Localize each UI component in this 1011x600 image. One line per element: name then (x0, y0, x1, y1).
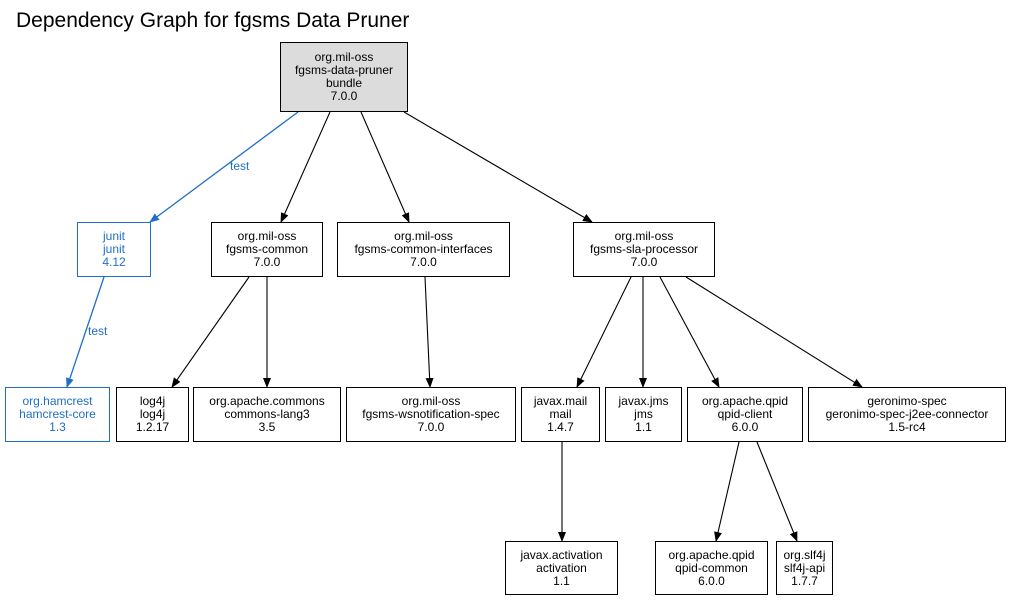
node-fgsms-common-interfaces: org.mil-oss fgsms-common-interfaces 7.0.… (337, 222, 510, 277)
node-group: org.mil-oss (237, 229, 297, 243)
node-artifact: fgsms-common-interfaces (354, 242, 493, 256)
node-group: org.mil-oss (394, 229, 453, 243)
node-group: javax.mail (533, 394, 588, 408)
node-artifact: fgsms-wsnotification-spec (362, 407, 500, 421)
node-version: 4.12 (102, 255, 126, 269)
edge-sla-mail (576, 276, 632, 388)
node-slf4j-api: org.slf4j slf4j-api 1.7.7 (776, 541, 833, 595)
node-group: org.apache.qpid (701, 394, 789, 408)
edge-root-sla (403, 111, 593, 223)
node-group: org.hamcrest (22, 394, 93, 408)
node-artifact: log4j (139, 407, 166, 421)
node-artifact: commons-lang3 (224, 407, 310, 421)
node-artifact: fgsms-common (225, 242, 308, 256)
edge-qpidclient-slf4j (756, 441, 798, 542)
edge-root-common (280, 111, 331, 223)
edge-sla-qpidclient (659, 276, 720, 388)
node-junit: junit junit 4.12 (77, 222, 151, 277)
node-group: log4j (139, 394, 166, 408)
edge-junit-hamcrest (66, 276, 105, 388)
node-artifact: fgsms-data-pruner (294, 63, 394, 77)
node-mail: javax.mail mail 1.4.7 (521, 387, 600, 442)
node-group: junit (102, 229, 125, 243)
node-group: org.mil-oss (314, 50, 374, 64)
node-version: 7.0.0 (630, 255, 658, 269)
node-version: 3.5 (258, 420, 276, 434)
node-artifact: geronimo-spec-j2ee-connector (825, 407, 989, 421)
node-artifact: jms (634, 407, 653, 421)
node-activation: javax.activation activation 1.1 (505, 541, 618, 595)
node-group: org.mil-oss (614, 229, 674, 243)
edge-root-junit (149, 111, 299, 223)
node-artifact: hamcrest-core (19, 407, 96, 421)
node-qpid-common: org.apache.qpid qpid-common 6.0.0 (655, 541, 768, 595)
edge-sla-geronimo (685, 276, 863, 388)
edge-label-junit-hamcrest: test (88, 324, 108, 338)
node-artifact: junit (102, 242, 125, 256)
node-version: 6.0.0 (698, 573, 725, 588)
edge-qpidclient-qpidcommon (714, 441, 740, 542)
node-version: 1.1 (553, 573, 570, 588)
node-version: 1.1 (635, 420, 652, 434)
node-fgsms-wsnotification-spec: org.mil-oss fgsms-wsnotification-spec 7.… (346, 387, 516, 442)
edge-root-interfaces (360, 111, 410, 223)
node-group: javax.jms (618, 394, 669, 408)
node-version: 1.3 (49, 420, 66, 434)
node-fgsms-common: org.mil-oss fgsms-common 7.0.0 (211, 222, 323, 277)
node-commons-lang3: org.apache.commons commons-lang3 3.5 (193, 387, 341, 442)
node-artifact: qpid-common (675, 560, 748, 575)
node-geronimo-spec-j2ee-connector: geronimo-spec geronimo-spec-j2ee-connect… (808, 387, 1006, 442)
node-group: javax.activation (520, 547, 603, 562)
node-version: 6.0.0 (731, 420, 759, 434)
node-artifact: activation (536, 560, 587, 575)
node-version: 7.0.0 (330, 89, 358, 103)
node-artifact: qpid-client (717, 407, 773, 421)
node-group: org.slf4j (783, 547, 826, 562)
node-artifact: slf4j-api (783, 560, 826, 575)
node-version: 7.0.0 (253, 255, 281, 269)
edge-common-log4j (171, 276, 250, 388)
node-group: org.mil-oss (401, 394, 461, 408)
node-artifact: fgsms-sla-processor (589, 242, 699, 256)
edge-label-root-junit: test (230, 159, 250, 173)
node-artifact: mail (549, 407, 572, 421)
node-fgsms-data-pruner: org.mil-oss fgsms-data-pruner bundle 7.0… (280, 42, 408, 112)
node-group: org.apache.qpid (668, 547, 755, 562)
node-version: 7.0.0 (410, 255, 437, 269)
node-version: 1.5-rc4 (888, 420, 926, 434)
node-version: 7.0.0 (417, 420, 445, 434)
node-jms: javax.jms jms 1.1 (605, 387, 682, 442)
node-qpid-client: org.apache.qpid qpid-client 6.0.0 (687, 387, 803, 442)
page-title: Dependency Graph for fgsms Data Pruner (16, 9, 410, 32)
node-version: 1.2.17 (135, 420, 170, 434)
node-log4j: log4j log4j 1.2.17 (116, 387, 189, 442)
node-group: org.apache.commons (209, 394, 325, 408)
node-version: 1.4.7 (547, 420, 574, 434)
node-hamcrest-core: org.hamcrest hamcrest-core 1.3 (5, 387, 110, 442)
node-packaging: bundle (325, 76, 363, 90)
node-fgsms-sla-processor: org.mil-oss fgsms-sla-processor 7.0.0 (573, 222, 715, 277)
node-group: geronimo-spec (867, 394, 947, 408)
edge-interfaces-wsn (424, 276, 434, 388)
node-version: 1.7.7 (791, 573, 818, 588)
